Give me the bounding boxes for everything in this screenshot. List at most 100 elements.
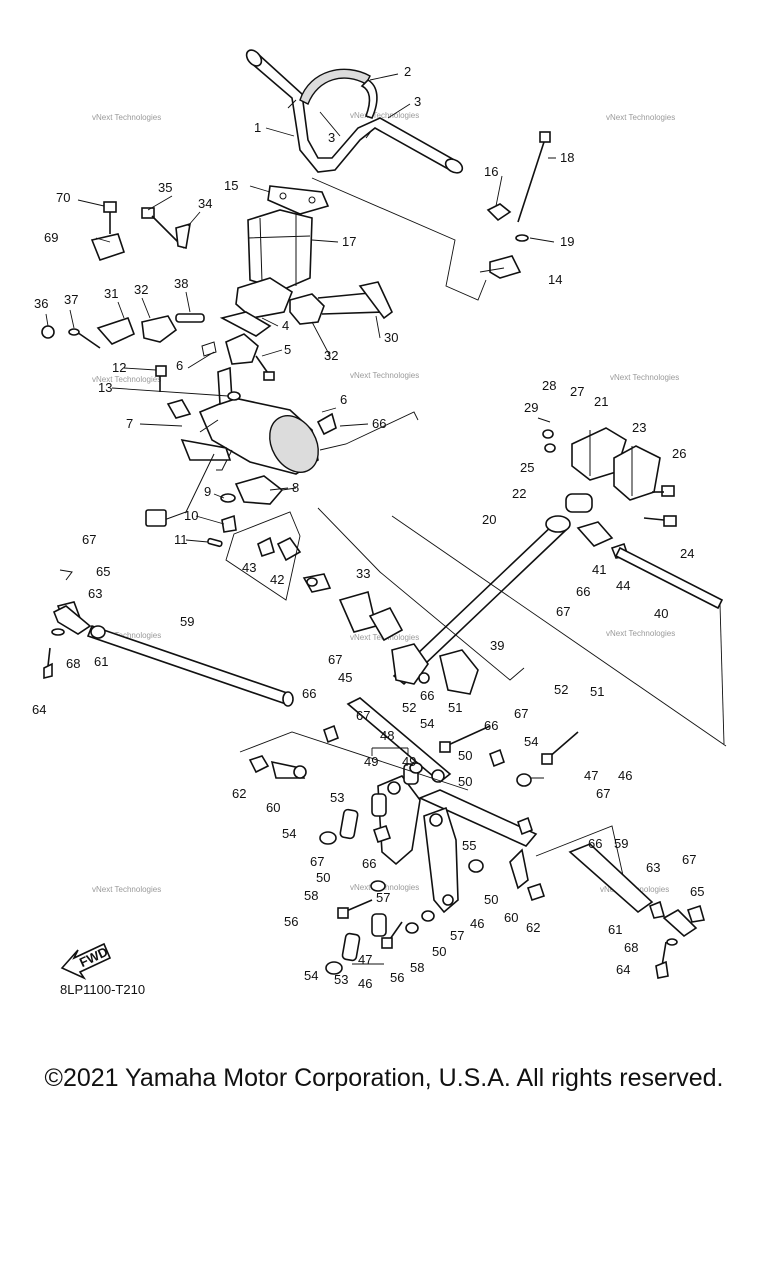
- callout-40: 40: [654, 606, 668, 621]
- tie-rod-left-59: [86, 624, 294, 707]
- callout-63: 63: [88, 586, 102, 601]
- joint-38-32-30: [175, 281, 393, 325]
- callout-63: 63: [646, 860, 660, 875]
- callout-65: 65: [96, 564, 110, 579]
- callout-66: 66: [302, 686, 316, 701]
- callout-51: 51: [448, 700, 462, 715]
- callout-60: 60: [504, 910, 518, 925]
- callout-54: 54: [282, 826, 296, 841]
- callout-31: 31: [104, 286, 118, 301]
- callout-19: 19: [560, 234, 574, 249]
- callout-2: 2: [404, 64, 411, 79]
- callout-17: 17: [342, 234, 356, 249]
- callout-57: 57: [450, 928, 464, 943]
- callout-49: 49: [402, 754, 416, 769]
- callout-25: 25: [520, 460, 534, 475]
- steering-cover: [247, 209, 313, 291]
- callout-60: 60: [266, 800, 280, 815]
- callout-50: 50: [432, 944, 446, 959]
- callout-54: 54: [524, 734, 538, 749]
- holder-8: [234, 475, 284, 505]
- callout-59: 59: [614, 836, 628, 851]
- callout-66: 66: [484, 718, 498, 733]
- watermark: vNext Technologies: [350, 111, 419, 120]
- callout-56: 56: [284, 914, 298, 929]
- callout-53: 53: [330, 790, 344, 805]
- callout-52: 52: [554, 682, 568, 697]
- callout-11: 11: [174, 532, 188, 547]
- watermark: vNext Technologies: [606, 113, 675, 122]
- callout-32: 32: [324, 348, 338, 363]
- bolts-51-56-60: [270, 725, 579, 949]
- callout-47: 47: [358, 952, 372, 967]
- callout-43: 43: [242, 560, 256, 575]
- callout-1: 1: [254, 120, 261, 135]
- watermark: vNext Technologies: [606, 629, 675, 638]
- callout-7: 7: [126, 416, 133, 431]
- callout-66: 66: [588, 836, 602, 851]
- callout-68: 68: [66, 656, 80, 671]
- frame-bracket-21-27-23: [571, 427, 661, 501]
- collar-22: [565, 493, 593, 513]
- callout-35: 35: [158, 180, 172, 195]
- handlebar-holder-upper: [267, 185, 330, 215]
- callout-57: 57: [376, 890, 390, 905]
- callout-9: 9: [204, 484, 211, 499]
- link-55: [417, 789, 538, 847]
- callout-45: 45: [338, 670, 352, 685]
- tie-rod-right-59: [568, 843, 654, 914]
- watermark: vNext Technologies: [92, 631, 161, 640]
- callout-numbers: 1 2 3 3 4 5 6 6 7 8 9 10 11 12 13 14 15 …: [32, 64, 704, 991]
- callout-41: 41: [592, 562, 606, 577]
- callout-48: 48: [380, 728, 394, 743]
- bolt-70: [103, 201, 117, 234]
- callout-44: 44: [616, 578, 630, 593]
- callout-32: 32: [134, 282, 148, 297]
- fwd-direction-arrow: FWD: [60, 942, 112, 980]
- nuts-62-66: [248, 724, 546, 902]
- callout-58: 58: [410, 960, 424, 975]
- callout-67: 67: [356, 708, 370, 723]
- callout-12: 12: [112, 360, 126, 375]
- linkage-33-32-38: [302, 573, 404, 642]
- callout-3: 3: [414, 94, 421, 109]
- lever-46-57: [423, 806, 459, 914]
- callout-6: 6: [340, 392, 347, 407]
- callout-66: 66: [576, 584, 590, 599]
- arm-48: [377, 775, 421, 866]
- callout-58: 58: [304, 888, 318, 903]
- callout-13: 13: [98, 380, 112, 395]
- callout-6: 6: [176, 358, 183, 373]
- watermark: vNext Technologies: [92, 113, 161, 122]
- callout-34: 34: [198, 196, 212, 211]
- callout-59: 59: [180, 614, 194, 629]
- callout-69: 69: [44, 230, 58, 245]
- callout-65: 65: [690, 884, 704, 899]
- washers-54-50: [319, 762, 532, 975]
- watermark: vNext Technologies: [610, 373, 679, 382]
- callout-68: 68: [624, 940, 638, 955]
- callout-54: 54: [420, 716, 434, 731]
- callout-53: 53: [334, 972, 348, 987]
- universal-joint-5: [201, 333, 275, 381]
- steering-parts-diagram: vNext Technologies vNext Technologies vN…: [32, 49, 727, 997]
- callout-67: 67: [82, 532, 96, 547]
- watermark: vNext Technologies: [92, 375, 161, 384]
- throttle-cable: [299, 68, 378, 119]
- callout-47: 47: [584, 768, 598, 783]
- callout-56: 56: [390, 970, 404, 985]
- callout-49: 49: [364, 754, 378, 769]
- copyright-notice: ©2021 Yamaha Motor Corporation, U.S.A. A…: [44, 1064, 724, 1092]
- group-brackets: [352, 747, 544, 965]
- callout-62: 62: [526, 920, 540, 935]
- callout-50: 50: [484, 892, 498, 907]
- power-steering-unit: [145, 366, 319, 527]
- callout-29: 29: [524, 400, 538, 415]
- callout-21: 21: [594, 394, 608, 409]
- callout-51: 51: [590, 684, 604, 699]
- leader-lines: [45, 73, 556, 543]
- callout-39: 39: [490, 638, 504, 653]
- callout-67: 67: [682, 852, 696, 867]
- callout-20: 20: [482, 512, 496, 527]
- callout-67: 67: [596, 786, 610, 801]
